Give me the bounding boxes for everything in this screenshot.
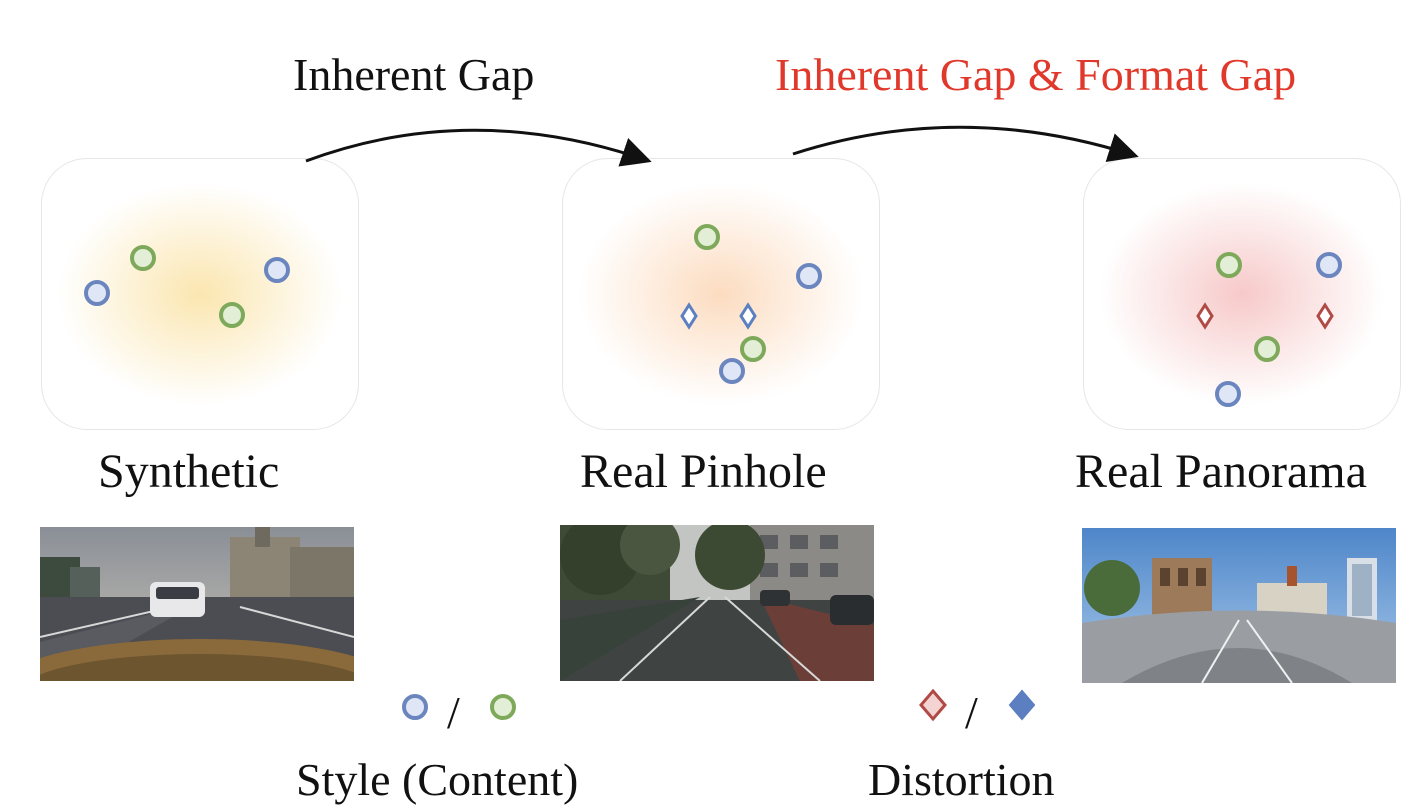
real-panorama-label: Real Panorama: [1075, 445, 1367, 498]
distortion-marker: [1316, 302, 1334, 330]
distortion-blue-legend-icon: [1008, 689, 1036, 721]
real-panorama-distribution-glow: [1084, 159, 1400, 429]
inherent-format-gap-arrow: [792, 125, 1139, 163]
distortion-red-legend-icon: [919, 688, 947, 722]
inherent-gap-label: Inherent Gap: [293, 49, 535, 100]
style-marker: [796, 263, 822, 289]
style-legend-separator: /: [447, 687, 460, 738]
content-marker: [219, 302, 245, 328]
style-legend-icon: [402, 694, 428, 720]
distortion-marker: [1196, 302, 1214, 330]
content-legend-icon: [490, 694, 516, 720]
style-marker: [719, 358, 745, 384]
distortion-legend-separator: /: [965, 687, 978, 738]
content-marker: [694, 224, 720, 250]
distortion-legend-label: Distortion: [868, 754, 1055, 805]
real-pinhole-photo: [560, 525, 874, 681]
content-marker: [1254, 336, 1280, 362]
real-panorama-panel: [1083, 158, 1401, 430]
style-marker: [1215, 381, 1241, 407]
synthetic-photo: [40, 527, 354, 681]
style-marker: [264, 257, 290, 283]
style-marker: [1316, 252, 1342, 278]
distortion-marker: [680, 302, 698, 330]
real-pinhole-label: Real Pinhole: [580, 445, 827, 498]
content-marker: [740, 336, 766, 362]
distortion-marker: [739, 302, 757, 330]
content-marker: [130, 245, 156, 271]
real-pinhole-distribution-glow: [563, 159, 879, 429]
synthetic-label: Synthetic: [98, 445, 280, 498]
style-content-legend-label: Style (Content): [296, 754, 579, 805]
real-pinhole-panel: [562, 158, 880, 430]
inherent-gap-arrow: [305, 128, 652, 167]
style-marker: [84, 280, 110, 306]
content-marker: [1216, 252, 1242, 278]
inherent-format-gap-label: Inherent Gap & Format Gap: [775, 49, 1297, 100]
real-panorama-photo: [1082, 528, 1396, 683]
